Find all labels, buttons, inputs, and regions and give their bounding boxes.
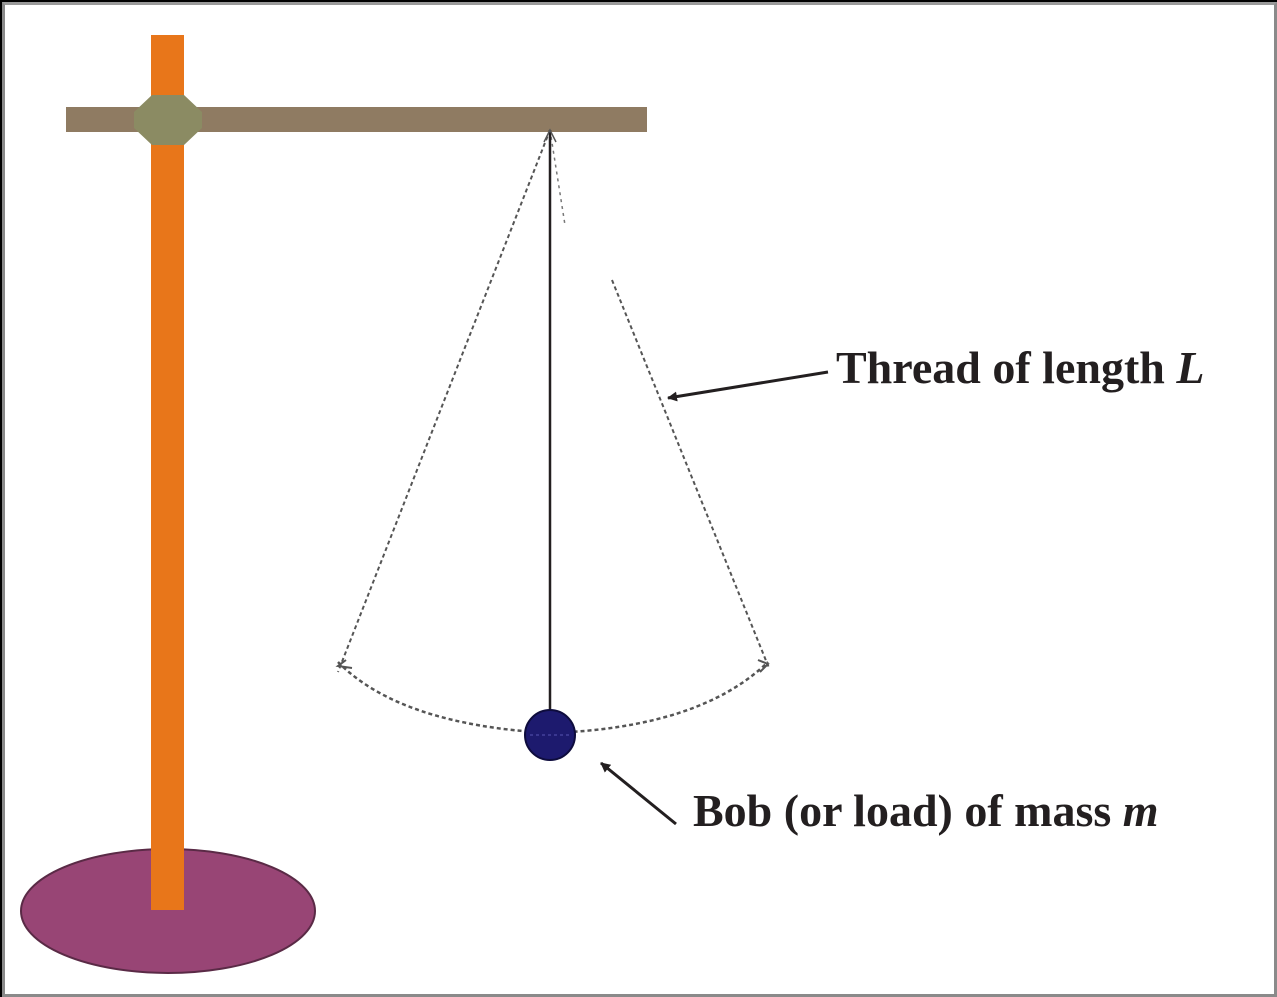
thread-left-extreme — [337, 129, 551, 673]
clamp — [134, 95, 202, 145]
bob-label: Bob (or load) of mass m — [693, 785, 1159, 836]
arc-left-arrow-icon — [335, 659, 353, 669]
bob-label-arrow-icon — [600, 761, 677, 826]
thread-label-text: Thread of length — [836, 342, 1176, 393]
thread-right-extreme-top — [549, 129, 566, 226]
thread-label-arrow-icon — [667, 370, 829, 402]
pivot-arrow-icon — [543, 128, 557, 143]
thread-right-extreme — [611, 279, 770, 669]
bob-label-var: m — [1123, 785, 1159, 836]
thread-label: Thread of length L — [836, 342, 1204, 393]
thread-label-var: L — [1175, 342, 1204, 393]
swing-arc — [337, 661, 769, 735]
arc-right-arrow-icon — [757, 659, 770, 673]
stand-post — [151, 35, 184, 910]
bob-label-text: Bob (or load) of mass — [693, 785, 1123, 836]
